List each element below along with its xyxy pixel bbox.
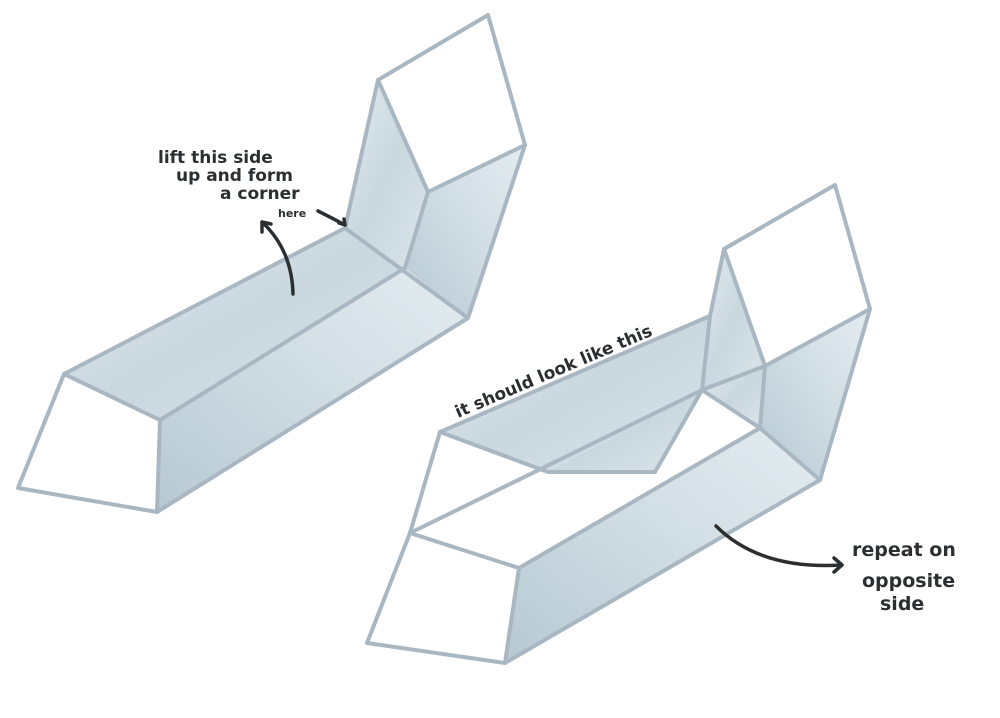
here-arrow-icon [316, 209, 347, 227]
lift-arrow-icon [260, 220, 295, 296]
repeat-note-line-2: opposite [862, 570, 955, 592]
lift-note-line-3: a corner [220, 184, 300, 204]
repeat-note-line-3: side [880, 593, 924, 615]
annotation-repeat: repeat on opposite side [714, 524, 956, 615]
repeat-note-line-1: repeat on [852, 539, 956, 561]
figure-step-1 [16, 13, 527, 514]
lift-note-line-1: lift this side [158, 148, 273, 168]
here-note: here [278, 207, 306, 220]
lift-note-line-2: up and form [176, 166, 293, 186]
repeat-arrow-icon [714, 524, 844, 574]
annotation-lift-corner: lift this side up and form a corner here [158, 148, 347, 296]
figure-step-2 [365, 183, 872, 665]
